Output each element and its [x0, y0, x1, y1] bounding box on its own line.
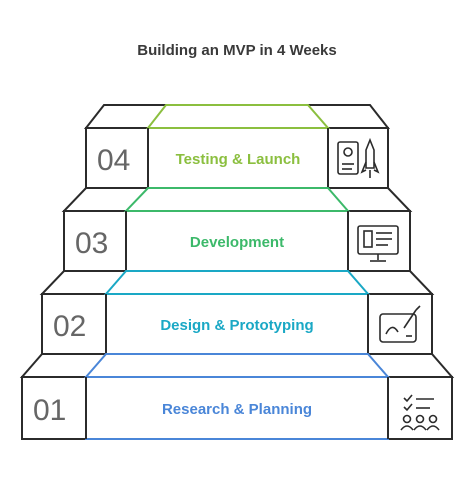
step-01: 01 Research & Planning: [19, 353, 455, 440]
step-04-number: 04: [97, 144, 130, 177]
step-03: 03 Development: [61, 187, 413, 272]
step-01-label: Research & Planning: [162, 401, 312, 418]
step-04: 04 Testing & Launch: [83, 104, 391, 189]
step-03-number: 03: [75, 227, 108, 260]
team-checklist-icon: [400, 394, 440, 431]
diagram-title: Building an MVP in 4 Weeks: [137, 42, 337, 59]
step-03-label: Development: [190, 234, 284, 251]
step-02-label: Design & Prototyping: [160, 317, 313, 334]
launch-checklist-icon: [337, 137, 380, 178]
step-04-label: Testing & Launch: [176, 151, 301, 168]
step-01-front-face: [21, 376, 453, 440]
monitor-code-icon: [357, 225, 399, 262]
step-02-top-face: [39, 270, 435, 295]
design-tablet-icon: [379, 305, 421, 343]
step-03-top-face: [61, 187, 413, 212]
step-02: 02 Design & Prototyping: [39, 270, 435, 355]
step-01-number: 01: [33, 394, 66, 427]
step-04-top-face: [83, 104, 391, 129]
step-01-top-face: [19, 353, 455, 378]
step-02-number: 02: [53, 310, 86, 343]
